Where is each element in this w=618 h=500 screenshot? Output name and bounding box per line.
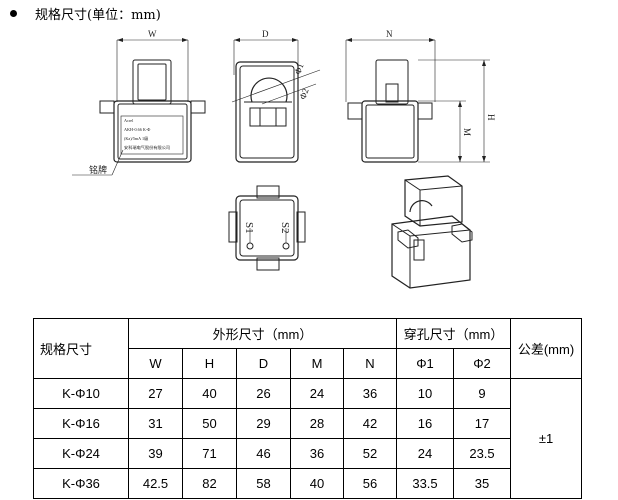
value-cell: 82 <box>182 468 237 499</box>
dim-d-label: D <box>262 29 269 39</box>
value-cell: 36 <box>290 438 344 469</box>
side-view <box>231 38 321 163</box>
dim-w-label: W <box>148 29 157 39</box>
value-cell: 46 <box>236 438 291 469</box>
value-cell: 23.5 <box>453 438 511 469</box>
spec-table: 规格尺寸 外形尺寸（mm） 穿孔尺寸（mm） 公差(mm) W H D M N … <box>33 318 582 499</box>
value-cell: 39 <box>128 438 183 469</box>
right-view <box>345 38 490 163</box>
nameplate-brand: Acrel <box>124 118 134 123</box>
value-cell: 71 <box>182 438 237 469</box>
column-header: Φ1 <box>396 348 454 379</box>
bullet-icon <box>10 10 17 17</box>
bottom-view <box>228 185 306 271</box>
value-cell: 31 <box>128 408 183 439</box>
value-cell: 26 <box>236 378 291 409</box>
value-cell: 42.5 <box>128 468 183 499</box>
tolerance-cell: ±1 <box>510 378 582 499</box>
isometric-view <box>391 175 473 289</box>
column-header: H <box>182 348 237 379</box>
technical-drawing: Acrel AKH-0.66 K-Φ (Ka)/5mA 1级 安科瑞电气股份有限… <box>72 29 496 289</box>
terminal-s1: S1 <box>243 222 255 234</box>
nameplate-maker: 安科瑞电气股份有限公司 <box>124 144 170 151</box>
value-cell: 9 <box>453 378 511 409</box>
column-header: D <box>236 348 291 379</box>
model-cell: K-Φ36 <box>33 468 129 499</box>
value-cell: 28 <box>290 408 344 439</box>
column-header: Φ2 <box>453 348 511 379</box>
table-row: K-Φ36 42.5 82 58 40 56 33.5 35 <box>33 468 582 499</box>
spec-heading-text: 规格尺寸(单位：mm) <box>35 8 161 23</box>
nameplate-callout: 铭牌 <box>89 164 107 175</box>
header-spec: 规格尺寸 <box>33 318 129 379</box>
value-cell: 52 <box>343 438 397 469</box>
value-cell: 24 <box>290 378 344 409</box>
model-cell: K-Φ16 <box>33 408 129 439</box>
header-outer: 外形尺寸（mm） <box>128 318 397 349</box>
spec-heading: 规格尺寸(单位：mm) <box>10 4 161 23</box>
value-cell: 40 <box>290 468 344 499</box>
dim-m-label: M <box>462 128 472 136</box>
table-row: K-Φ10 27 40 26 24 36 10 9 ±1 <box>33 378 582 499</box>
nameplate-rating: (Ka)/5mA 1级 <box>124 135 149 142</box>
value-cell: 29 <box>236 408 291 439</box>
column-header: M <box>290 348 344 379</box>
value-cell: 16 <box>396 408 454 439</box>
value-cell: 58 <box>236 468 291 499</box>
value-cell: 56 <box>343 468 397 499</box>
value-cell: 27 <box>128 378 183 409</box>
value-cell: 17 <box>453 408 511 439</box>
dim-phi2-label: Φ2 <box>297 87 310 101</box>
table-row: K-Φ24 39 71 46 36 52 24 23.5 <box>33 438 582 469</box>
column-header: N <box>343 348 397 379</box>
value-cell: 10 <box>396 378 454 409</box>
model-cell: K-Φ24 <box>33 438 129 469</box>
header-tolerance: 公差(mm) <box>510 318 582 379</box>
front-view <box>72 38 206 176</box>
dim-n-label: N <box>386 29 393 39</box>
value-cell: 33.5 <box>396 468 454 499</box>
table-row: K-Φ16 31 50 29 28 42 16 17 <box>33 408 582 439</box>
dim-phi1-label: Φ1 <box>292 62 305 76</box>
nameplate-model: AKH-0.66 K-Φ <box>124 127 150 132</box>
dim-h-label: H <box>486 114 496 121</box>
value-cell: 35 <box>453 468 511 499</box>
model-cell: K-Φ10 <box>33 378 129 409</box>
column-header: W <box>128 348 183 379</box>
value-cell: 42 <box>343 408 397 439</box>
terminal-s2: S2 <box>279 222 291 234</box>
value-cell: 40 <box>182 378 237 409</box>
header-hole: 穿孔尺寸（mm） <box>396 318 511 349</box>
value-cell: 50 <box>182 408 237 439</box>
value-cell: 36 <box>343 378 397 409</box>
value-cell: 24 <box>396 438 454 469</box>
